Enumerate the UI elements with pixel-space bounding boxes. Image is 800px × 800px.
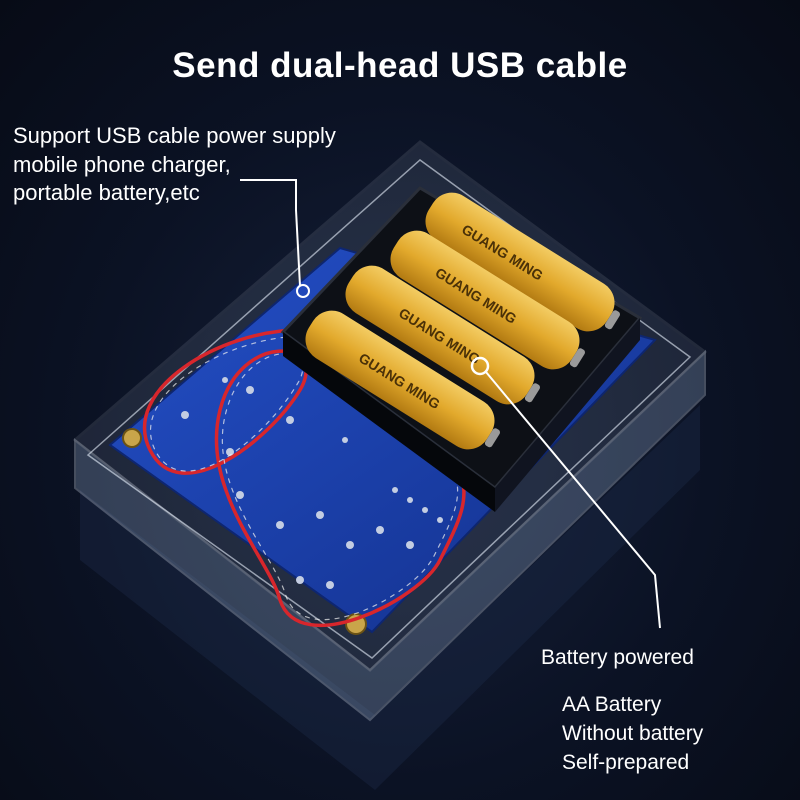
battery-powered-label: Battery powered bbox=[541, 646, 694, 669]
aa-note-line: Without battery bbox=[562, 722, 704, 745]
aa-note-line: Self-prepared bbox=[562, 751, 690, 774]
usb-note-line: mobile phone charger, bbox=[13, 151, 231, 177]
aa-battery-note: AA Battery Without battery Self-prepared bbox=[562, 690, 703, 777]
aa-note-line: AA Battery bbox=[562, 693, 662, 716]
headline: Send dual-head USB cable bbox=[172, 46, 628, 85]
case-reflection bbox=[80, 405, 700, 790]
usb-note-line: Support USB cable power supply bbox=[13, 123, 336, 148]
battery-callout-line bbox=[470, 356, 661, 629]
red-wire bbox=[142, 328, 466, 628]
usb-note-line: portable battery,etc bbox=[13, 180, 200, 205]
usb-power-note: Support USB cable power supply mobile ph… bbox=[13, 122, 336, 208]
usb-callout-line bbox=[240, 179, 310, 298]
